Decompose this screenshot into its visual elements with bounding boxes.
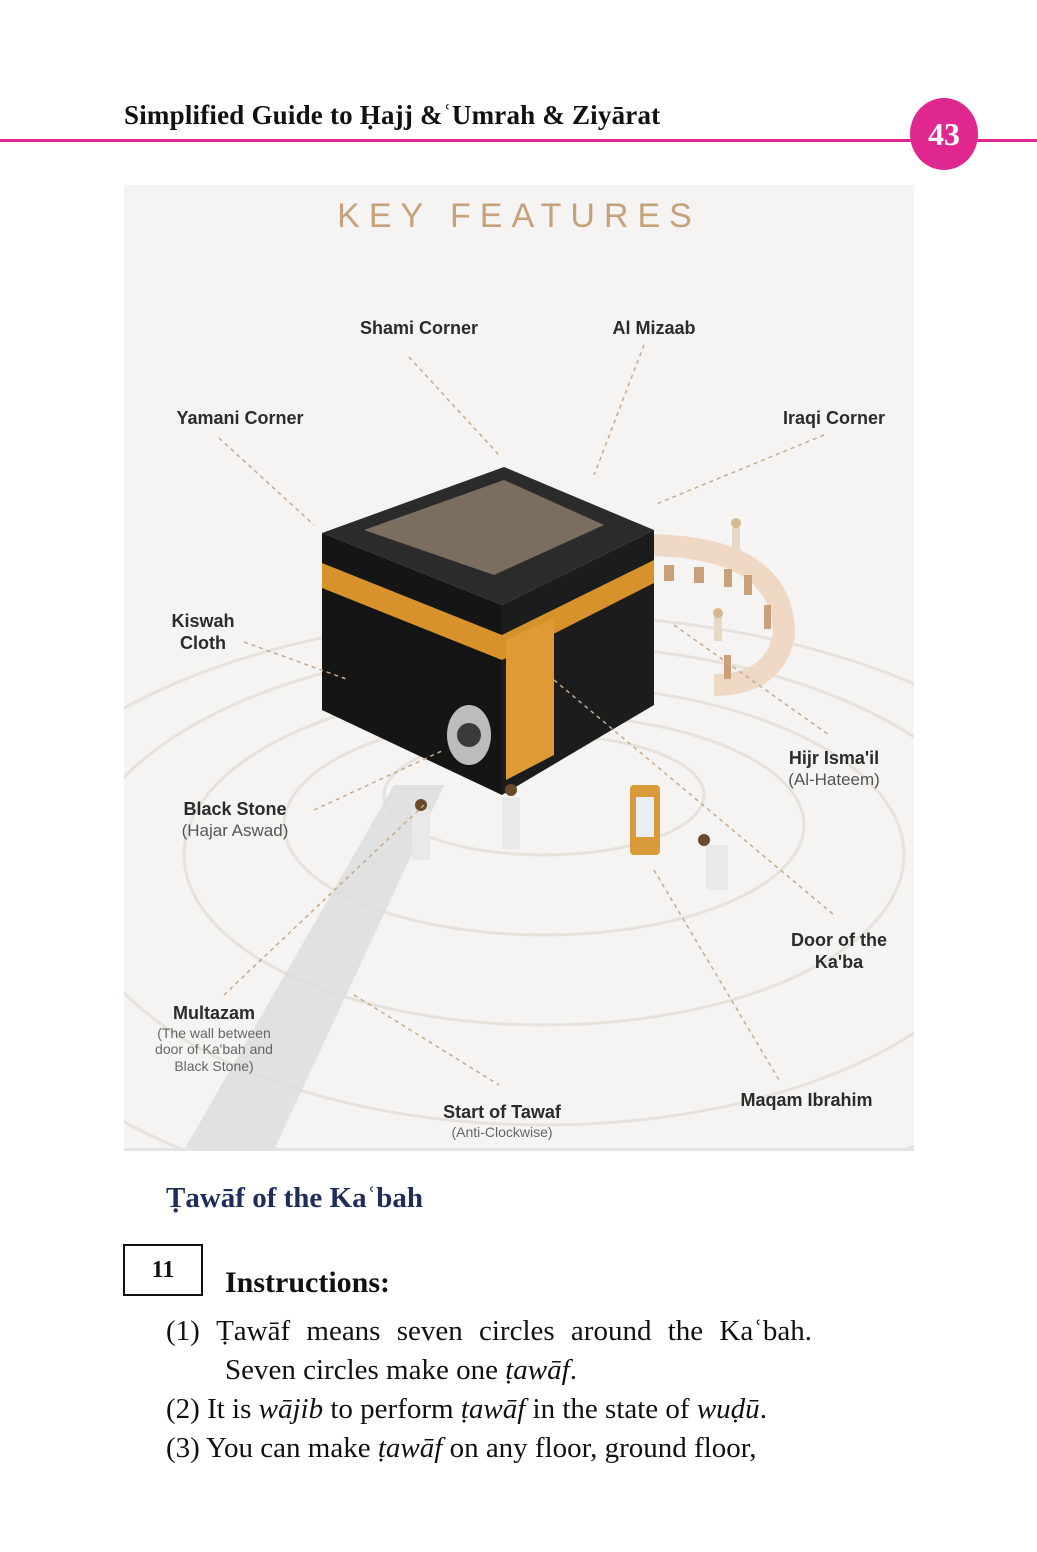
instruction-1-cont: Seven circles make one ṭawāf. [225, 1354, 577, 1386]
label-al-mizaab: Al Mizaab [612, 318, 696, 338]
label-maqam-ibrahim: Maqam Ibrahim [740, 1090, 873, 1110]
label-yamani-corner: Yamani Corner [176, 408, 304, 428]
figure-bottom-edge [124, 1148, 914, 1151]
label-start-of-tawaf: Start of Tawaf(Anti-Clockwise) [443, 1102, 561, 1140]
label-hijr-ismail: Hijr Isma'il(Al-Hateem) [788, 748, 880, 789]
instruction-1: (1) Ṭawāf means seven circles around the… [166, 1315, 812, 1347]
kaaba-illustration [124, 344, 914, 1150]
kaaba-key-features-figure: KEY FEATURES Shami Corner Al Mizaab Yama… [124, 185, 914, 1150]
page-number-badge: 43 [910, 98, 978, 170]
label-shami-corner: Shami Corner [359, 318, 479, 338]
step-heading: Instructions: [225, 1266, 391, 1299]
instruction-2: (2) It is wājib to perform ṭawāf in the … [166, 1393, 767, 1425]
step-number-box: 11 [123, 1244, 203, 1296]
instruction-3: (3) You can make ṭawāf on any floor, gro… [166, 1432, 757, 1464]
figure-title: KEY FEATURES [337, 197, 701, 235]
section-title: Ṭawāf of the Kaʿbah [166, 1182, 423, 1214]
header-rule [0, 139, 1037, 142]
label-black-stone: Black Stone(Hajar Aswad) [181, 799, 289, 840]
label-iraqi-corner: Iraqi Corner [782, 408, 886, 428]
label-multazam: Multazam (The wall between door of Ka'ba… [155, 1003, 273, 1075]
running-head: Simplified Guide to Ḥajj &ʿUmrah & Ziyār… [124, 100, 661, 130]
